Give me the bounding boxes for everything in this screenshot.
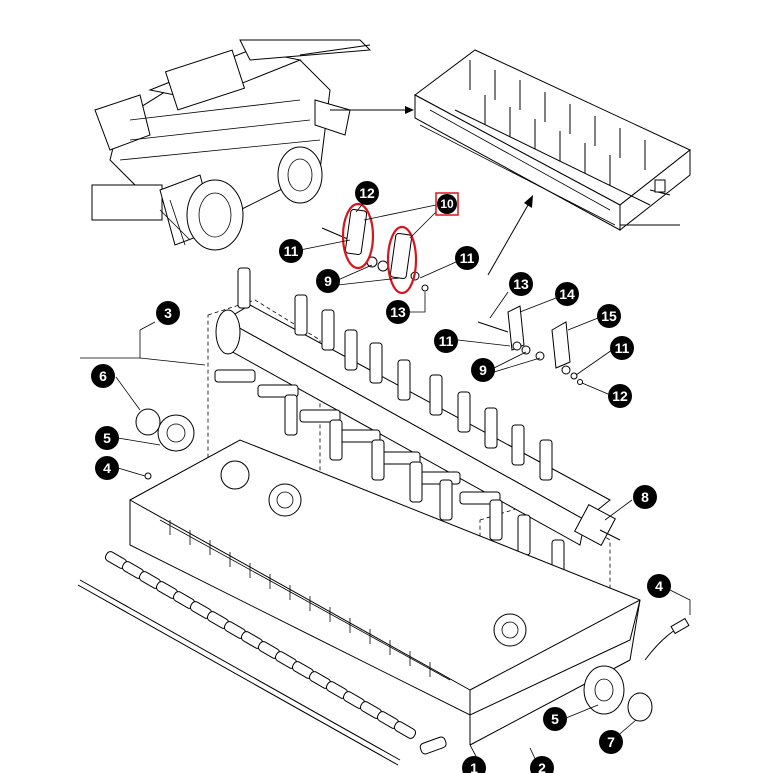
callout-3[interactable]: 3 (156, 301, 180, 325)
frame-slots (169, 520, 431, 677)
svg-text:13: 13 (390, 304, 406, 320)
callout-12-upper[interactable]: 12 (355, 181, 379, 205)
flail-detail-right (477, 305, 583, 385)
svg-text:12: 12 (612, 388, 628, 404)
callout-11-upper-left[interactable]: 11 (279, 239, 303, 263)
callout-10[interactable]: 10 (435, 192, 459, 216)
callout-14[interactable]: 14 (555, 282, 579, 306)
svg-text:8: 8 (641, 489, 649, 505)
svg-text:9: 9 (324, 273, 332, 289)
callout-4-right[interactable]: 4 (647, 574, 671, 598)
callout-11-upper-right[interactable]: 11 (455, 246, 479, 270)
svg-text:11: 11 (439, 333, 454, 349)
highlight-oval-flail-1 (341, 202, 375, 270)
svg-text:5: 5 (103, 430, 111, 446)
svg-text:3: 3 (164, 305, 172, 321)
callout-12-lower[interactable]: 12 (608, 384, 632, 408)
rotor-flails (214, 267, 565, 581)
arrow-head-icon (405, 106, 414, 114)
svg-text:7: 7 (607, 734, 615, 750)
svg-text:10: 10 (440, 197, 454, 211)
callout-6[interactable]: 6 (91, 364, 115, 388)
callout-1[interactable]: 1 (462, 756, 486, 773)
svg-text:14: 14 (559, 286, 575, 302)
callout-11-mid-right[interactable]: 11 (610, 336, 634, 360)
callout-9-upper[interactable]: 9 (316, 269, 340, 293)
leader-line-rotor (487, 204, 529, 276)
callout-13-right[interactable]: 13 (509, 272, 533, 296)
rotor-shaft-assembly (207, 267, 621, 646)
callout-13-upper[interactable]: 13 (386, 300, 410, 324)
svg-text:11: 11 (460, 250, 475, 266)
combine-harvester-illustration (91, 39, 372, 251)
svg-text:13: 13 (513, 276, 529, 292)
callout-5-right[interactable]: 5 (543, 707, 567, 731)
arrow-head-icon (524, 195, 533, 208)
svg-text:9: 9 (479, 362, 487, 378)
callout-2[interactable]: 2 (530, 756, 554, 773)
callout-8[interactable]: 8 (633, 485, 657, 509)
svg-text:11: 11 (615, 340, 630, 356)
callout-11-mid-left[interactable]: 11 (434, 329, 458, 353)
callout-7[interactable]: 7 (599, 730, 623, 754)
svg-text:2: 2 (538, 760, 546, 773)
callout-4-left[interactable]: 4 (95, 456, 119, 480)
callout-15[interactable]: 15 (597, 304, 621, 328)
knife-blades (104, 551, 447, 755)
rotor-assembly-thumbnail (414, 49, 691, 232)
knife-bank (77, 551, 447, 766)
svg-text:6: 6 (99, 368, 107, 384)
svg-text:1: 1 (470, 760, 478, 773)
callout-9-right[interactable]: 9 (471, 358, 495, 382)
svg-text:4: 4 (103, 460, 111, 476)
leader-lines (80, 199, 691, 766)
svg-text:12: 12 (359, 185, 375, 201)
svg-text:15: 15 (601, 308, 617, 324)
svg-text:5: 5 (551, 711, 559, 727)
highlight-oval-flail-2 (386, 225, 418, 295)
callout-5-left[interactable]: 5 (95, 426, 119, 450)
rotor-housing-frame (129, 408, 690, 746)
svg-text:11: 11 (284, 243, 299, 259)
rotor-thumbnail-flails (469, 60, 646, 185)
svg-text:4: 4 (655, 578, 663, 594)
